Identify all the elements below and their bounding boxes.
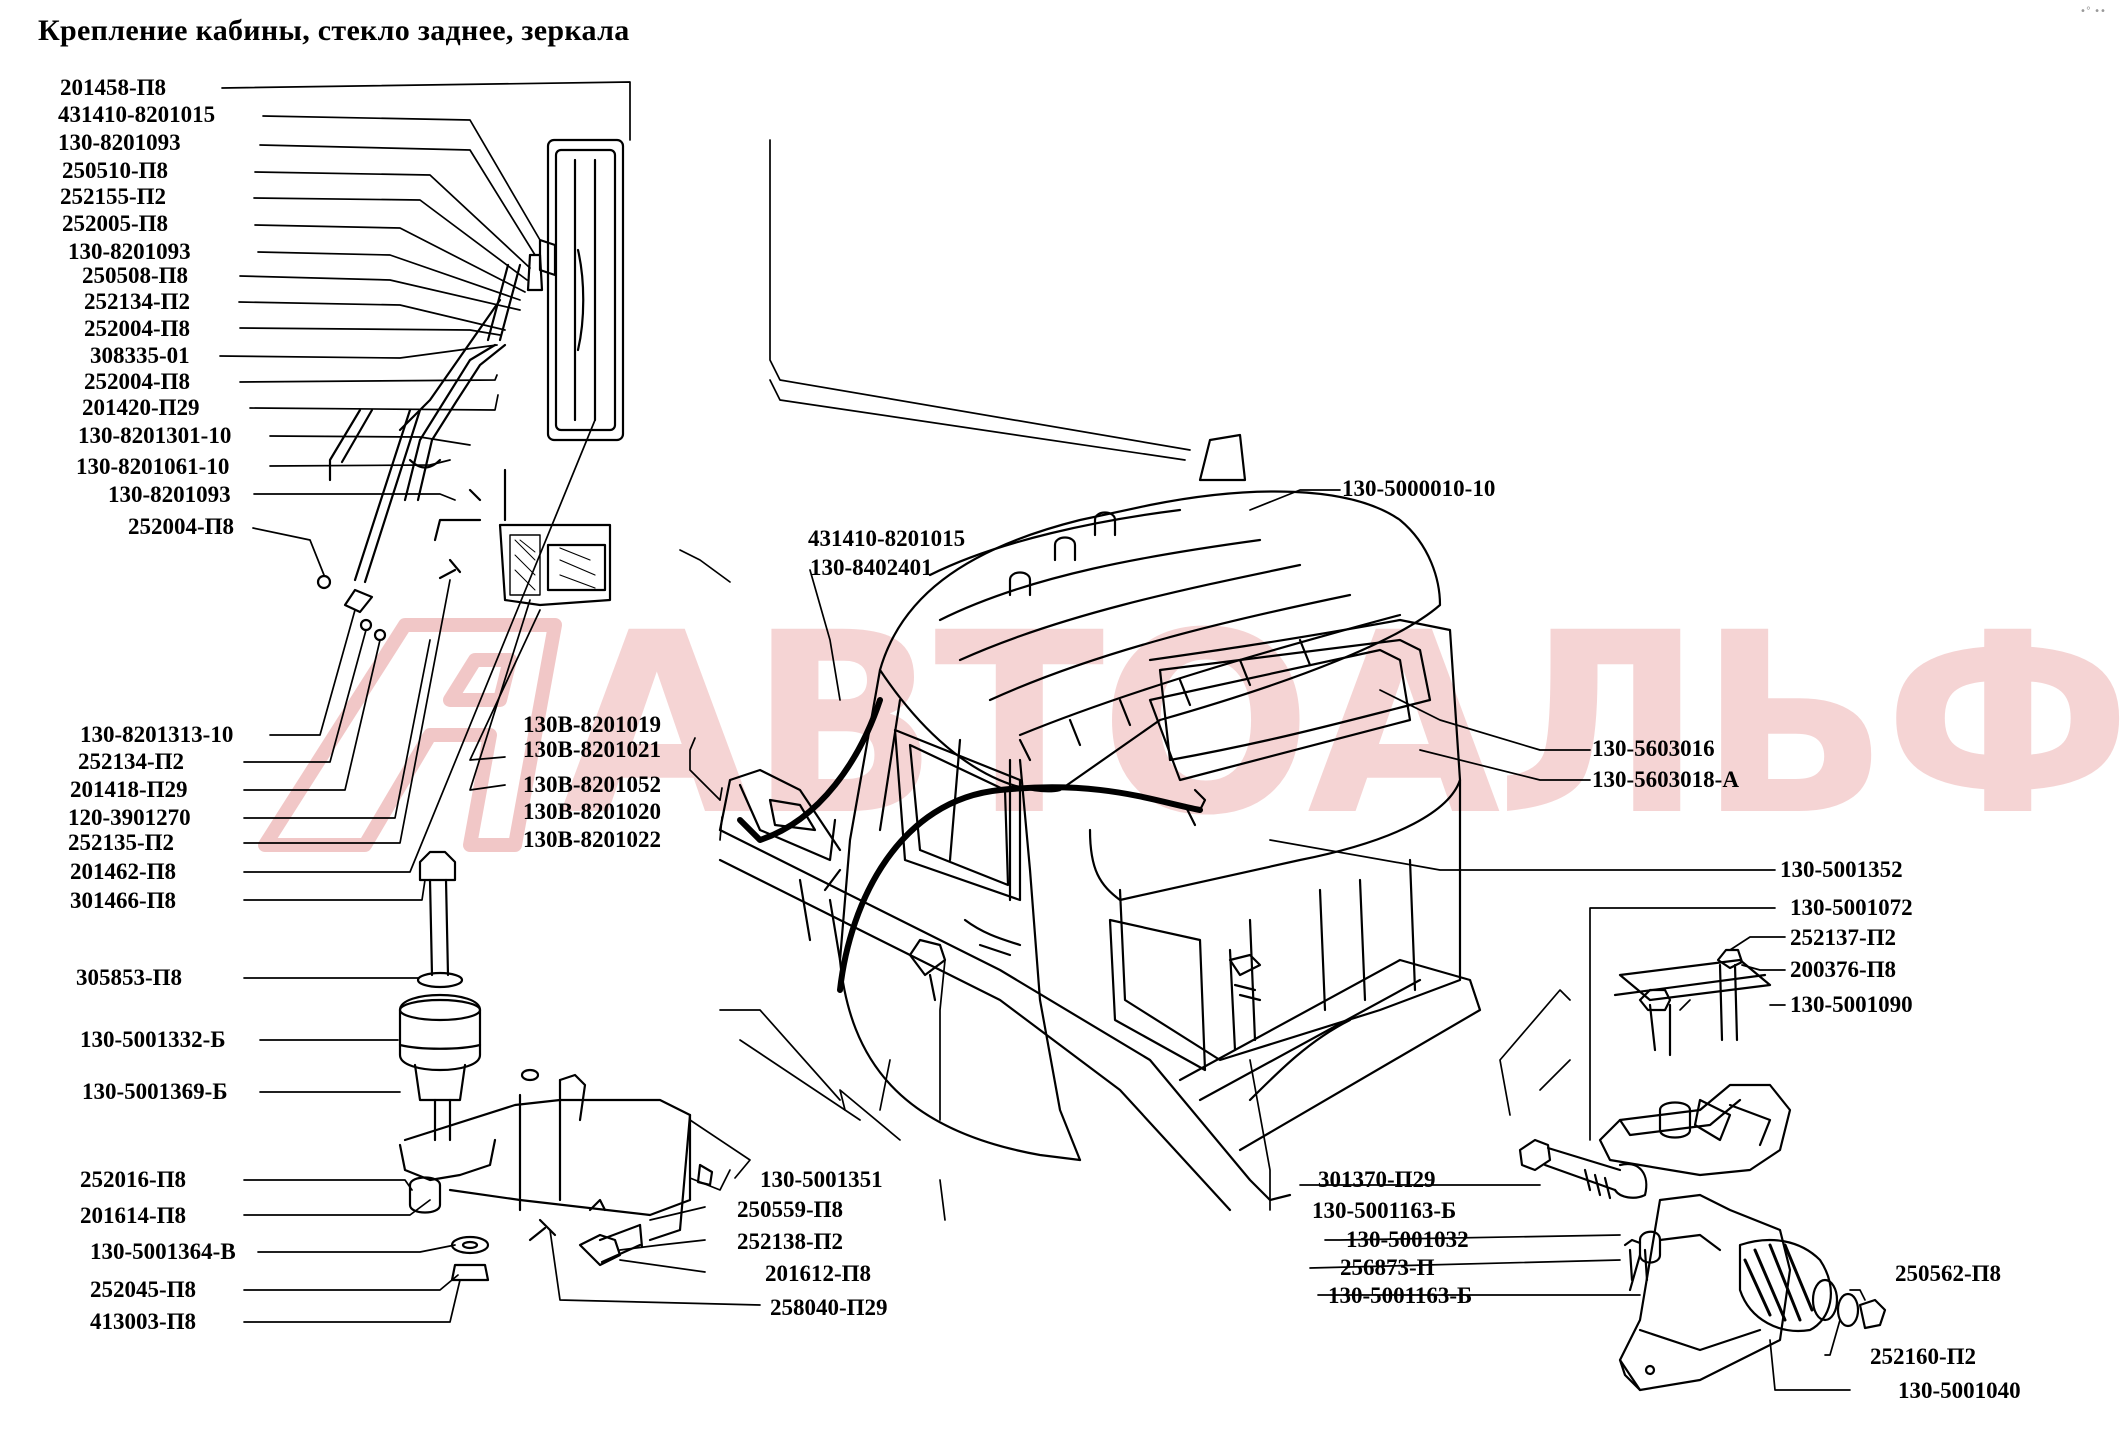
part-label: 252134-П2 [84,289,191,314]
part-label: 130-5000010-10 [1342,476,1496,501]
part-label: 250510-П8 [62,158,169,183]
part-label: 301370-П29 [1318,1167,1436,1192]
part-label: 130-5001332-Б [80,1027,226,1052]
part-label: 130-5001040 [1898,1378,2021,1403]
part-label: 130-8402401 [810,555,933,580]
part-label: 252016-П8 [80,1167,187,1192]
part-label: 130В-8201019 [523,712,661,737]
part-label: 130В-8201052 [523,772,661,797]
part-label: 130-5001351 [760,1167,883,1192]
part-label: 130-5001090 [1790,992,1913,1017]
part-label: 252138-П2 [737,1229,844,1254]
part-label: 130В-8201020 [523,799,661,824]
part-label: 130-8201093 [108,482,231,507]
part-label: 256873-П [1340,1255,1435,1280]
part-label: 252137-П2 [1790,925,1897,950]
part-label: 250562-П8 [1895,1261,2002,1286]
part-label: 130-8201061-10 [76,454,230,479]
front-mount-assembly [398,850,714,1282]
page-title: Крепление кабины, стекло заднее, зеркала [38,14,630,47]
part-label: 201612-П8 [765,1261,872,1286]
part-label: 130-5603016 [1592,736,1715,761]
part-label: 252134-П2 [78,749,185,774]
part-label: 252135-П2 [68,830,175,855]
part-label: 431410-8201015 [58,102,216,127]
part-label: 130-8201301-10 [78,423,232,448]
part-label: 130-5001072 [1790,895,1913,920]
part-label: 305853-П8 [76,965,183,990]
part-label: 250508-П8 [82,263,189,288]
part-label: 130-8201313-10 [80,722,234,747]
part-label: 201458-П8 [60,75,167,100]
part-label: 252004-П8 [128,514,235,539]
part-label: 130-5001364-В [90,1239,236,1264]
leader-lines [219,81,1866,1391]
part-label: 130В-8201022 [523,827,661,852]
part-label: 200376-П8 [1790,957,1897,982]
corner-mark: •° •• [2080,6,2106,17]
part-label: 130-5001369-Б [82,1079,228,1104]
part-label: 308335-01 [90,343,190,368]
part-label: 130-8201093 [68,239,191,264]
part-label: 413003-П8 [90,1309,197,1334]
part-label: 130-5001032 [1346,1227,1469,1252]
part-label: 130-8201093 [58,130,181,155]
part-label: 130В-8201021 [523,737,661,762]
part-label: 130-5001163-Б [1328,1283,1473,1308]
part-label: 252045-П8 [90,1277,197,1302]
mirror-assembly [316,138,625,642]
part-label: 130-5001352 [1780,857,1903,882]
part-label: 252004-П8 [84,369,191,394]
rear-mount-assembly [1518,948,1887,1392]
part-label: 258040-П29 [770,1295,888,1320]
part-label: 252005-П8 [62,211,169,236]
part-label: 130-5001163-Б [1312,1198,1457,1223]
part-label: 252160-П2 [1870,1344,1977,1369]
part-label: 252004-П8 [84,316,191,341]
part-label: 252155-П2 [60,184,167,209]
part-label: 201614-П8 [80,1203,187,1228]
part-label: 201420-П29 [82,395,200,420]
part-label: 301466-П8 [70,888,177,913]
part-label: 250559-П8 [737,1197,844,1222]
part-label: 431410-8201015 [808,526,966,551]
part-label: 201418-П29 [70,777,188,802]
part-label: 130-5603018-А [1592,767,1739,792]
part-label: 201462-П8 [70,859,177,884]
part-label: 120-3901270 [68,805,191,830]
